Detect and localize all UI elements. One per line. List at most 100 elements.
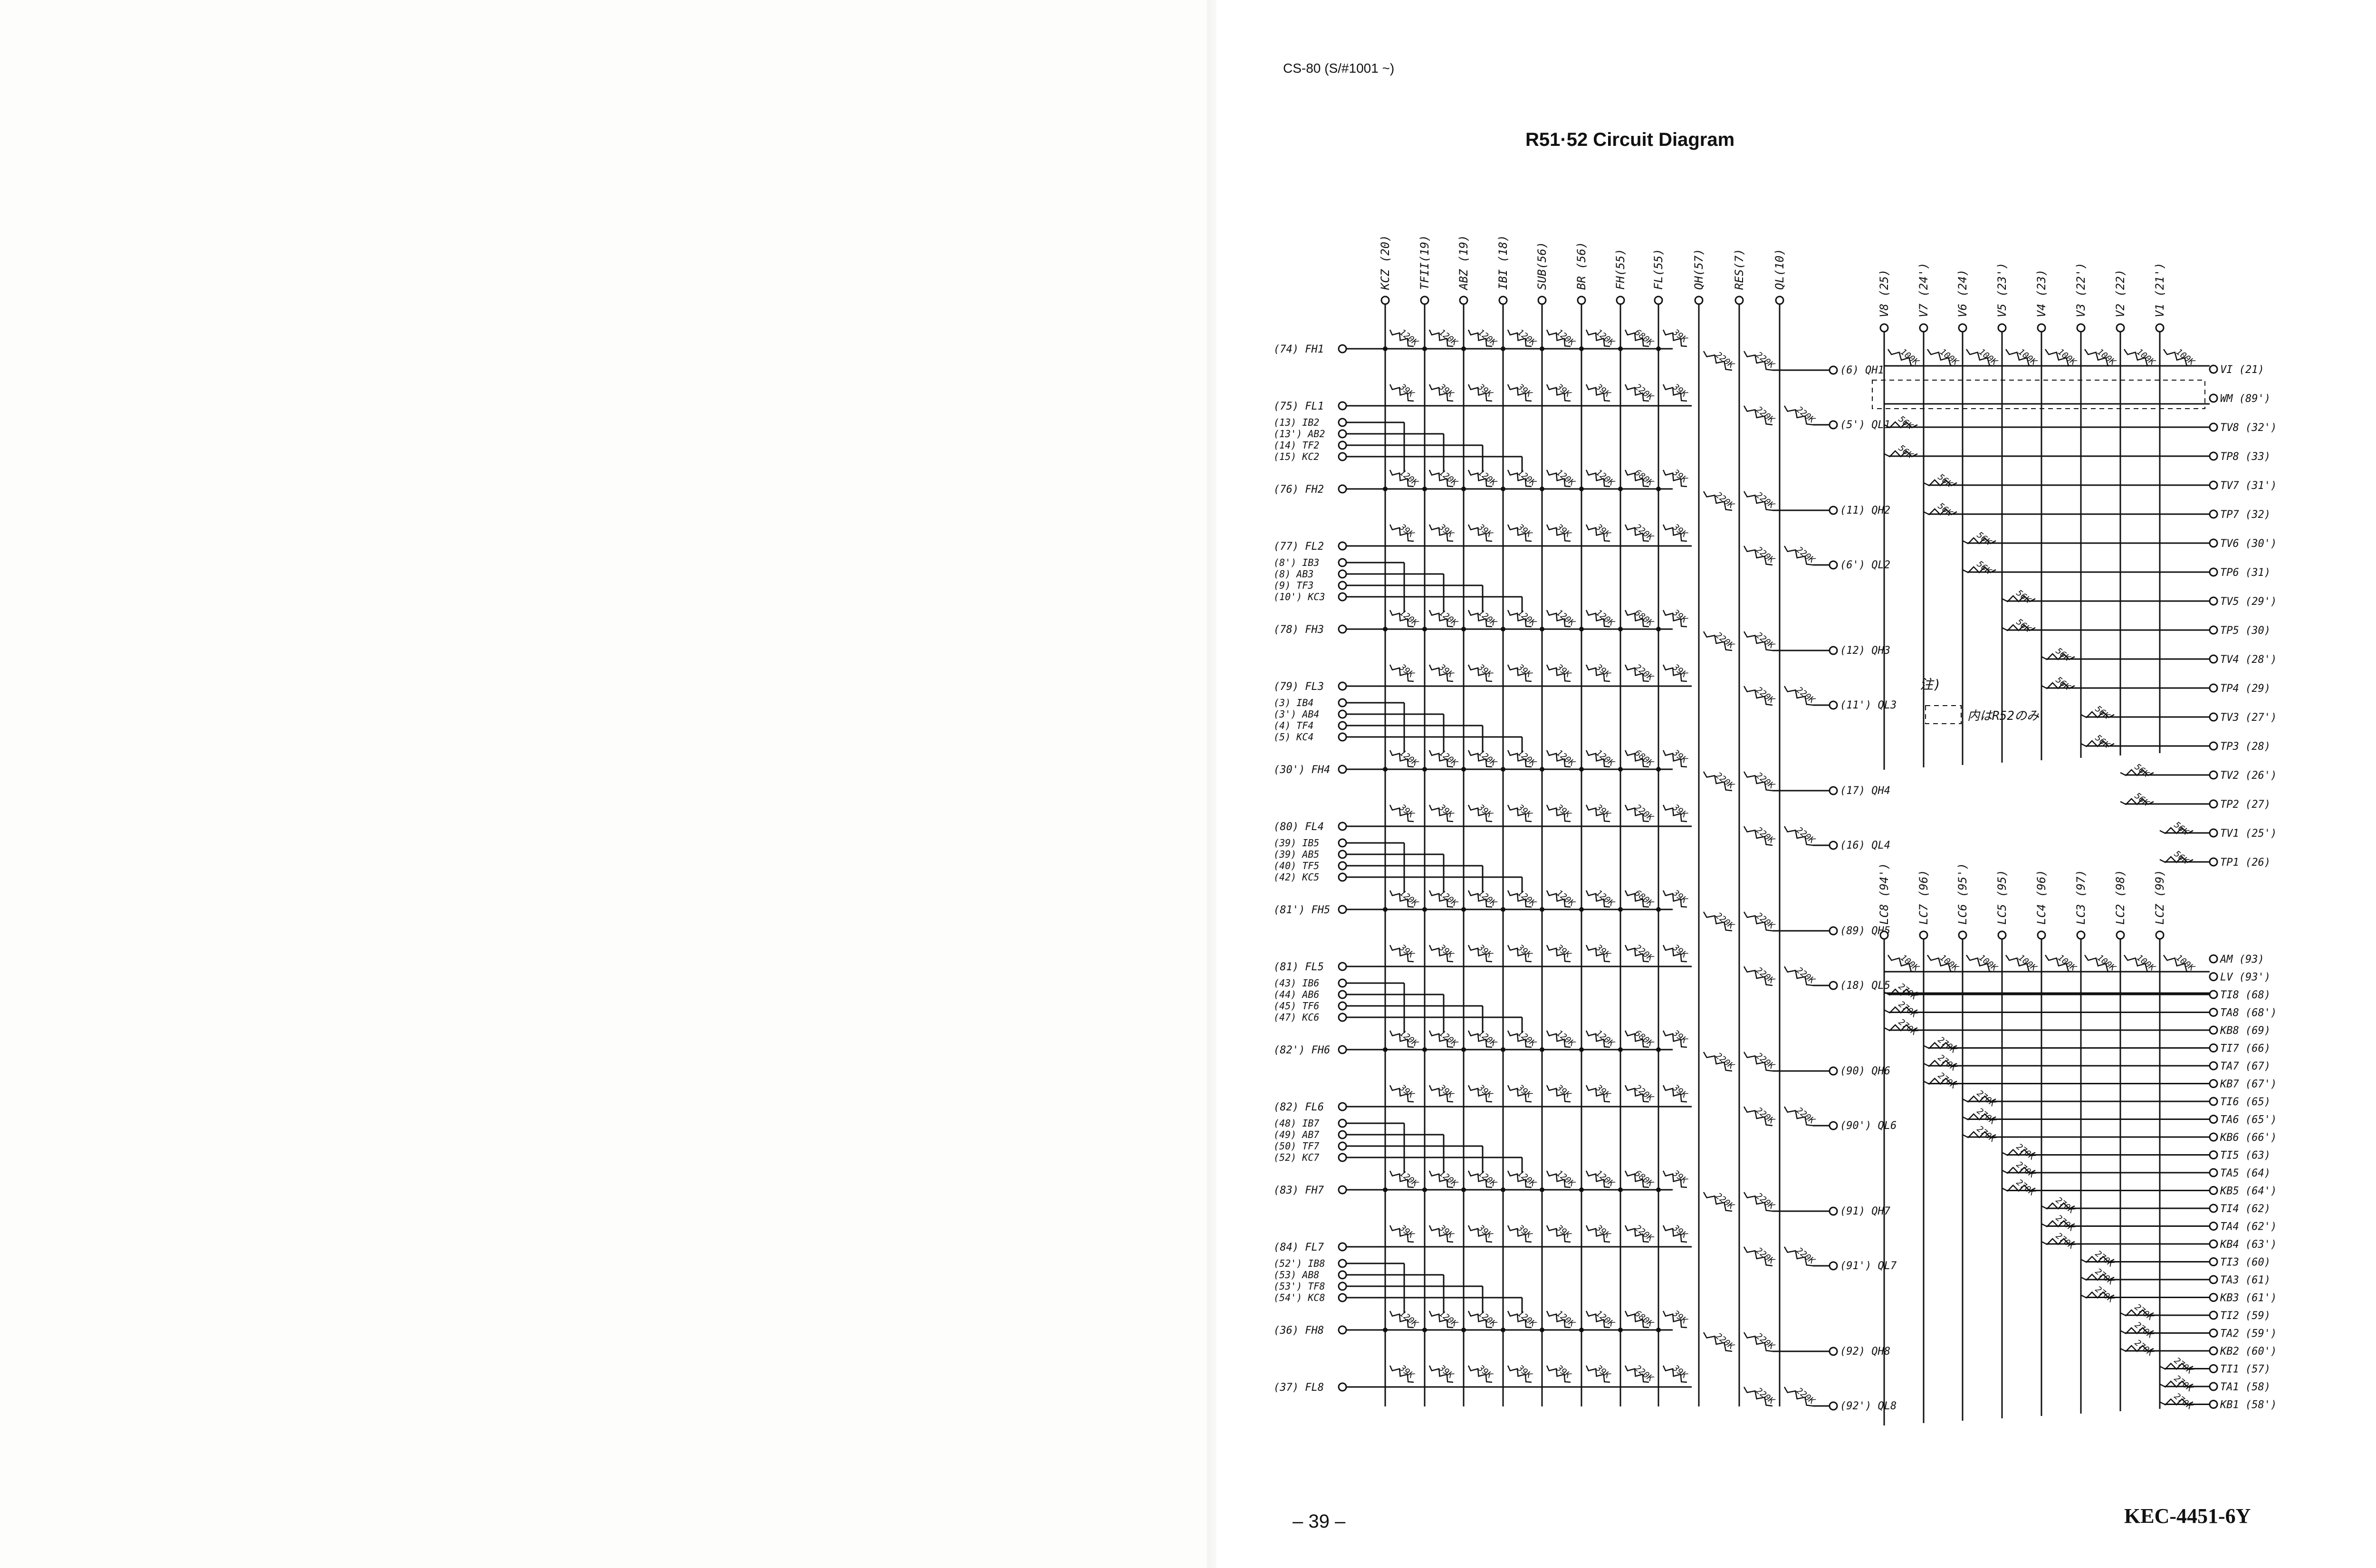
resistor-qh: [1703, 351, 1733, 371]
resistor-qh: [1703, 491, 1733, 511]
channel-input-terminal: [1338, 732, 1347, 742]
resistor-ql-res: [1743, 1246, 1773, 1267]
resistor-upper: [1624, 1170, 1649, 1188]
resistor-value-label: 120K: [1476, 468, 1499, 488]
resistor-lower: [1467, 1365, 1493, 1383]
junction-dot: [1461, 907, 1466, 912]
resistor-value-label: 270K: [2014, 1159, 2037, 1180]
top-input-terminal: [1734, 296, 1744, 305]
qh-output-terminal: [1829, 646, 1838, 655]
resistor-56k: [2159, 827, 2194, 834]
junction-dot: [1540, 1187, 1544, 1192]
ql-output-terminal: [1829, 560, 1838, 570]
fl-terminal: [1338, 541, 1347, 551]
junction-dot: [1422, 1328, 1427, 1332]
resistor-upper: [1546, 1170, 1571, 1188]
channel-input-label: (13') AB2: [1274, 428, 1325, 440]
upper-right-output-terminal: [2209, 828, 2218, 838]
upper-right-output-label: TP3 (28): [2220, 741, 2271, 753]
resistor-value-label: 39K: [1515, 802, 1534, 820]
junction-dot: [1579, 487, 1584, 491]
resistor-value-label: 120K: [1437, 468, 1460, 488]
resistor-value-label: 56K: [2172, 820, 2191, 837]
resistor-lower: [1507, 664, 1532, 682]
top-input-label: FH(55): [1614, 249, 1627, 290]
resistor-lower: [1585, 1085, 1610, 1103]
fh-terminal: [1338, 1045, 1347, 1054]
resistor-value-label: 56K: [1897, 414, 1915, 431]
lower-right-output-label: KB2 (60'): [2220, 1346, 2277, 1358]
fl-terminal: [1338, 962, 1347, 971]
resistor-lower: [1585, 1365, 1610, 1383]
resistor-upper: [1507, 1310, 1532, 1329]
upper-right-output-label: TV3 (27'): [2220, 712, 2277, 724]
channel-input-terminal: [1338, 1130, 1347, 1139]
resistor-value-label: 100K: [1938, 347, 1961, 368]
fh-input-label: (78) FH3: [1274, 624, 1324, 636]
resistor-value-label: 39K: [1515, 942, 1534, 960]
resistor-value-label: 39K: [1670, 1363, 1689, 1381]
ql-output-label: (11') QL3: [1840, 699, 1897, 711]
resistor-value-label: 120K: [1398, 468, 1420, 488]
resistor-value-label: 39K: [1593, 1082, 1612, 1100]
resistor-lower: [1389, 1225, 1414, 1243]
lower-right-output-label: KB1 (58'): [2220, 1399, 2277, 1411]
resistor-lower: [1428, 384, 1454, 402]
resistor-value-label: 56K: [2093, 733, 2112, 750]
resistor-value-label: 100K: [2016, 347, 2039, 368]
resistor-value-label: 39K: [1515, 382, 1534, 400]
resistor-value-label: 39K: [1670, 802, 1689, 820]
channel-input-terminal: [1338, 1001, 1347, 1011]
top-input-label: BR (56): [1575, 242, 1588, 290]
resistor-lower: [1585, 524, 1610, 542]
resistor-lower: [1546, 945, 1571, 963]
upper-right-output-terminal: [2209, 654, 2218, 664]
lower-right-output-label: KB8 (69): [2220, 1025, 2271, 1037]
fh-terminal: [1338, 624, 1347, 634]
resistor-upper: [1389, 1030, 1414, 1048]
lower-right-output-terminal: [2209, 1115, 2218, 1124]
junction-dot: [1579, 907, 1584, 912]
resistor-56k: [2159, 856, 2194, 863]
lower-right-output-terminal: [2209, 1310, 2218, 1320]
resistor-upper: [1624, 1310, 1649, 1329]
resistor-56k: [2002, 624, 2036, 631]
resistor-ql-res: [1743, 545, 1773, 566]
resistor-value-label: 270K: [2133, 1302, 2156, 1323]
upper-right-output-terminal: [2209, 625, 2218, 635]
lower-right-output-terminal: [2209, 1079, 2218, 1088]
channel-input-label: (39) AB5: [1274, 849, 1319, 860]
lower-right-output-terminal: [2209, 1168, 2218, 1177]
channel-input-terminal: [1338, 1141, 1347, 1151]
resistor-ql: [1783, 1106, 1813, 1127]
resistor-ql: [1783, 1246, 1813, 1267]
lower-right-output-terminal: [2209, 1364, 2218, 1373]
resistor-value-label: 120K: [1554, 1028, 1577, 1049]
resistor-270k: [1884, 988, 1918, 996]
junction-dot: [1579, 1047, 1584, 1052]
resistor-lower: [1546, 664, 1571, 682]
resistor-value-label: 270K: [1936, 1035, 1959, 1056]
resistor-lower: [1389, 804, 1414, 822]
v-input-label: V1 (21'): [2153, 262, 2166, 317]
resistor-lower: [1389, 1085, 1414, 1103]
resistor-upper: [1662, 1310, 1687, 1329]
resistor-value-label: 39K: [1437, 942, 1456, 960]
fl-terminal: [1338, 1242, 1347, 1252]
resistor-upper: [1467, 750, 1493, 768]
channel-input-label: (40) TF5: [1274, 860, 1319, 871]
channel-input-terminal: [1338, 838, 1347, 848]
resistor-270k: [2041, 1202, 2075, 1210]
resistor-value-label: 120K: [1476, 1309, 1499, 1329]
lower-right-output-terminal: [2209, 1061, 2218, 1071]
resistor-value-label: 270K: [1897, 1017, 1919, 1038]
resistor-value-label: 39K: [1437, 1223, 1456, 1241]
v-input-terminal: [2116, 323, 2125, 333]
junction-dot: [1422, 1047, 1427, 1052]
fl-terminal: [1338, 681, 1347, 691]
junction-dot: [1618, 1187, 1623, 1192]
v-input-label: V7 (24'): [1917, 262, 1930, 317]
resistor-value-label: 270K: [2172, 1391, 2195, 1412]
lower-right-output-label: TI7 (66): [2220, 1043, 2271, 1055]
lower-right-output-terminal: [2209, 1239, 2218, 1249]
